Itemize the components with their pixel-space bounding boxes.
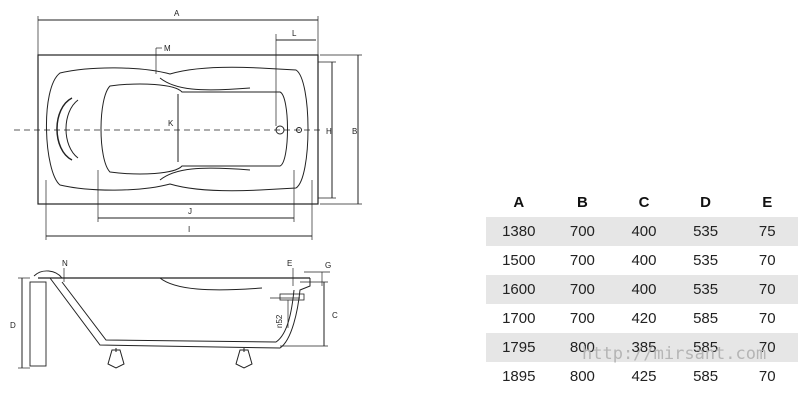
table-cell: 400 bbox=[631, 281, 657, 298]
header-b: B bbox=[576, 194, 588, 211]
header-c: C bbox=[638, 194, 650, 211]
side-view bbox=[18, 268, 330, 369]
top-view bbox=[14, 16, 362, 240]
table-cell: 400 bbox=[631, 252, 657, 269]
table-cell: 700 bbox=[569, 252, 595, 269]
label-c: C bbox=[332, 311, 338, 320]
table-cell: 585 bbox=[693, 368, 719, 385]
table-header-row: A B C D E bbox=[486, 188, 798, 217]
table-row: 1895 800 425 585 70 bbox=[486, 362, 798, 391]
table-cell: 700 bbox=[569, 281, 595, 298]
table-cell: 420 bbox=[631, 310, 657, 327]
table-cell: 800 bbox=[569, 368, 595, 385]
watermark: http://mirsant.com bbox=[582, 344, 767, 364]
table-cell: 585 bbox=[693, 310, 719, 327]
table-cell: 1380 bbox=[502, 223, 536, 240]
label-h: H bbox=[326, 127, 332, 136]
label-a: A bbox=[174, 9, 180, 18]
label-k: K bbox=[168, 119, 174, 128]
table-cell: 400 bbox=[631, 223, 657, 240]
table-cell: 1500 bbox=[502, 252, 536, 269]
table-row: 1500 700 400 535 70 bbox=[486, 246, 798, 275]
table-cell: 70 bbox=[758, 339, 776, 356]
label-n: N bbox=[62, 259, 68, 268]
table-cell: 70 bbox=[758, 310, 776, 327]
table-row: 1700 700 420 585 70 bbox=[486, 304, 798, 333]
table-cell: 70 bbox=[758, 368, 776, 385]
table-cell: 425 bbox=[631, 368, 657, 385]
table-cell: 700 bbox=[569, 310, 595, 327]
table-cell: 1895 bbox=[502, 368, 536, 385]
header-a: A bbox=[513, 194, 525, 211]
dimensions-table: A B C D E 1380 700 400 535 75 1500 700 4… bbox=[486, 188, 798, 391]
table-cell: 535 bbox=[693, 281, 719, 298]
label-j: J bbox=[188, 207, 192, 216]
table-cell: 75 bbox=[758, 223, 776, 240]
header-d: D bbox=[700, 194, 712, 211]
label-e: E bbox=[287, 259, 292, 268]
label-b: B bbox=[352, 127, 357, 136]
table-cell: 700 bbox=[569, 223, 595, 240]
table-row: 1380 700 400 535 75 bbox=[486, 217, 798, 246]
label-g: G bbox=[325, 261, 331, 270]
header-e: E bbox=[762, 194, 773, 211]
table-cell: 385 bbox=[631, 339, 657, 356]
table-cell: 1795 bbox=[502, 339, 536, 356]
label-d: D bbox=[10, 321, 16, 330]
dimension-labels: A L M K H B J I N E G D C n52 bbox=[10, 9, 357, 330]
table-cell: 800 bbox=[569, 339, 595, 356]
table-row: 1795 800 385 585 70 bbox=[486, 333, 798, 362]
table-cell: 535 bbox=[693, 252, 719, 269]
table-cell: 70 bbox=[758, 252, 776, 269]
label-l: L bbox=[292, 29, 297, 38]
table-cell: 1700 bbox=[502, 310, 536, 327]
label-m: M bbox=[164, 44, 171, 53]
table-cell: 70 bbox=[758, 281, 776, 298]
table-row: 1600 700 400 535 70 bbox=[486, 275, 798, 304]
label-i: I bbox=[188, 225, 190, 234]
table-cell: 535 bbox=[693, 223, 719, 240]
table-cell: 1600 bbox=[502, 281, 536, 298]
table-cell: 585 bbox=[693, 339, 719, 356]
label-n52: n52 bbox=[275, 314, 284, 328]
